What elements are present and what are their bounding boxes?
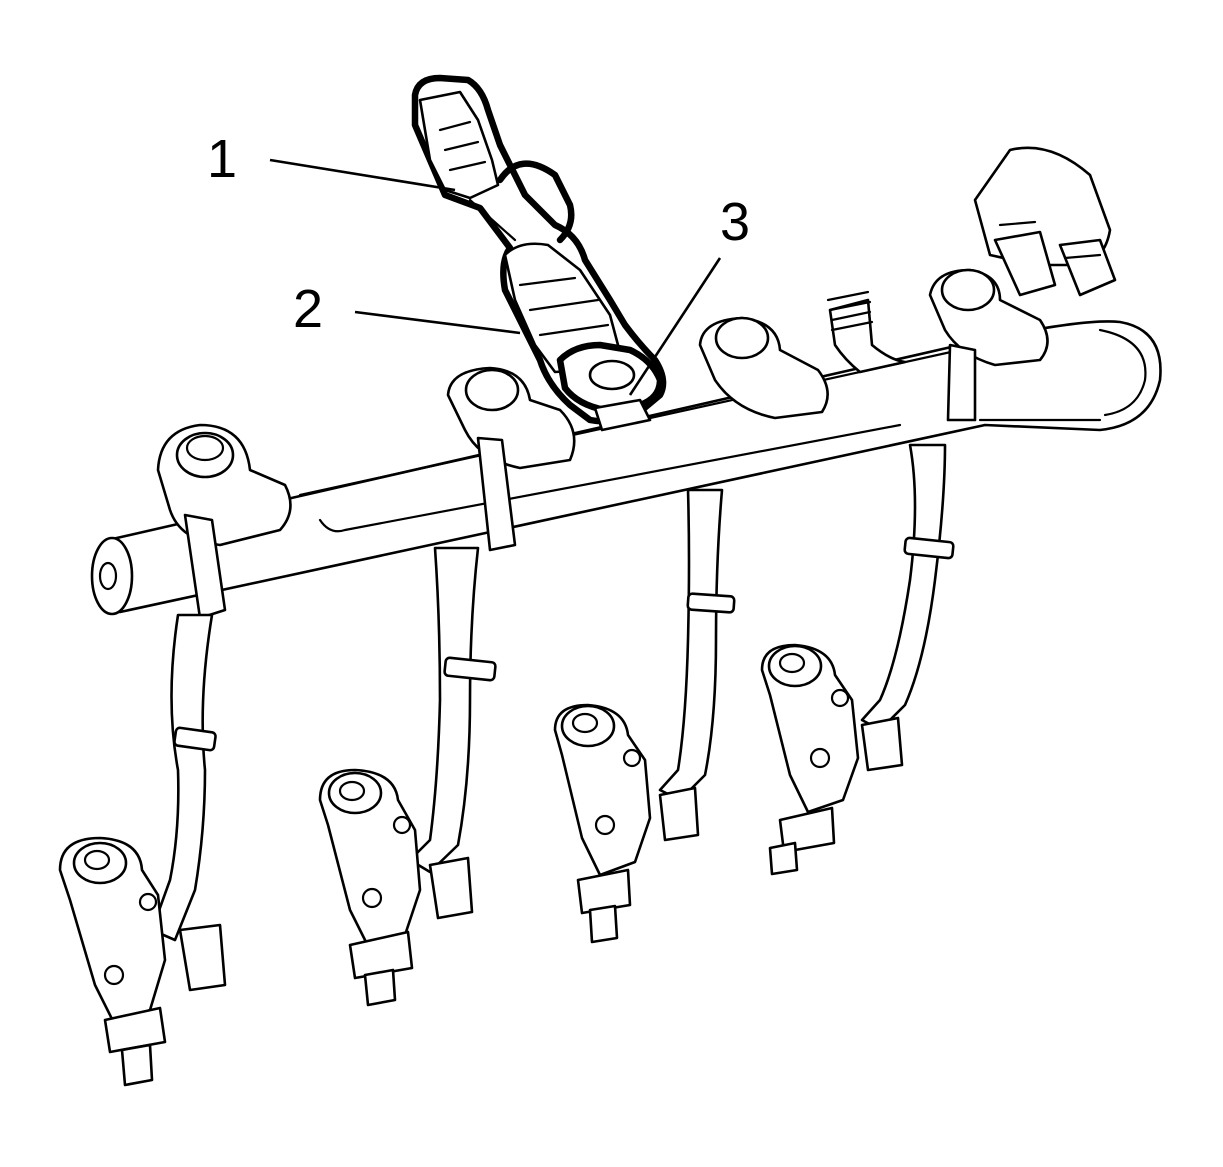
- callout-3: 3: [720, 192, 751, 252]
- highlighted-connector-assembly: [411, 74, 667, 432]
- mounting-bracket-2: [446, 366, 576, 552]
- callout-1: 1: [207, 129, 238, 189]
- fuel-injector-2: [318, 546, 497, 1007]
- leader-lines: [269, 158, 722, 396]
- mounting-bracket-4: [928, 268, 1049, 422]
- leader-line-3: [628, 257, 722, 396]
- fuel-injector-1: [58, 613, 227, 1087]
- pressure-fitting: [826, 290, 907, 374]
- mounting-bracket-3: [698, 316, 829, 420]
- fuel-injector-4: [760, 443, 955, 876]
- rail-harness-connector: [973, 146, 1117, 297]
- leader-line-1: [269, 158, 456, 192]
- leader-line-2: [354, 310, 521, 335]
- callout-2: 2: [293, 279, 324, 339]
- mounting-bracket-1: [156, 423, 292, 620]
- fuel-injector-3: [553, 488, 736, 944]
